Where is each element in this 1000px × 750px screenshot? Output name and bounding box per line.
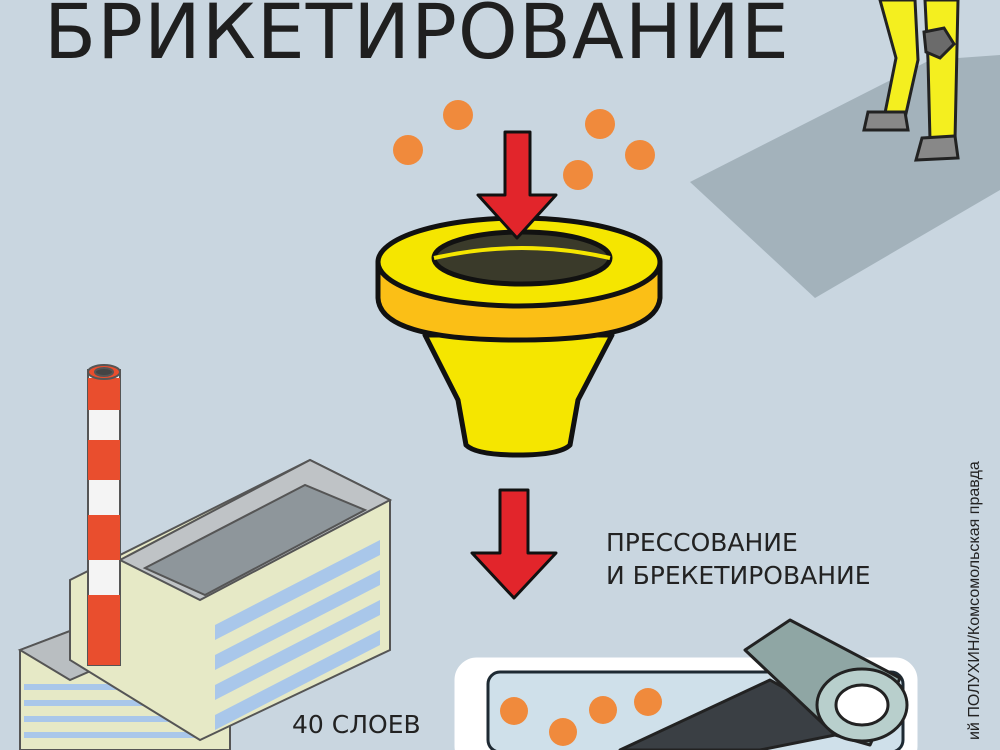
- press-label-line1: ПРЕССОВАНИЕ: [606, 528, 798, 557]
- pellet-icon: [500, 697, 528, 725]
- funnel-icon: [375, 215, 663, 458]
- factory-icon: [17, 458, 393, 750]
- press-label: ПРЕССОВАНИЕ И БРЕКЕТИРОВАНИЕ: [606, 526, 871, 592]
- pellet-icon: [549, 718, 577, 746]
- worker-icon: [862, 0, 960, 162]
- page-title: БРИКЕТИРОВАНИЕ: [44, 0, 790, 76]
- credit-text: ий ПОЛУХИН/Комсомольская правда: [966, 461, 983, 740]
- pellet-icon: [589, 696, 617, 724]
- floor-slab: [690, 55, 1000, 298]
- pellet-icon: [634, 688, 662, 716]
- pellet-icon: [625, 140, 655, 170]
- pellet-icon: [563, 160, 593, 190]
- pellet-icon: [393, 135, 423, 165]
- press-label-line2: И БРЕКЕТИРОВАНИЕ: [606, 561, 871, 590]
- down-arrow-icon: [476, 130, 558, 240]
- layers-label: 40 СЛОЕВ: [292, 710, 421, 739]
- pellets-top: [393, 100, 655, 190]
- roller-icon: [618, 618, 909, 750]
- down-arrow-icon: [470, 488, 558, 600]
- pellet-icon: [585, 109, 615, 139]
- pellet-icon: [443, 100, 473, 130]
- chimney: [87, 364, 121, 666]
